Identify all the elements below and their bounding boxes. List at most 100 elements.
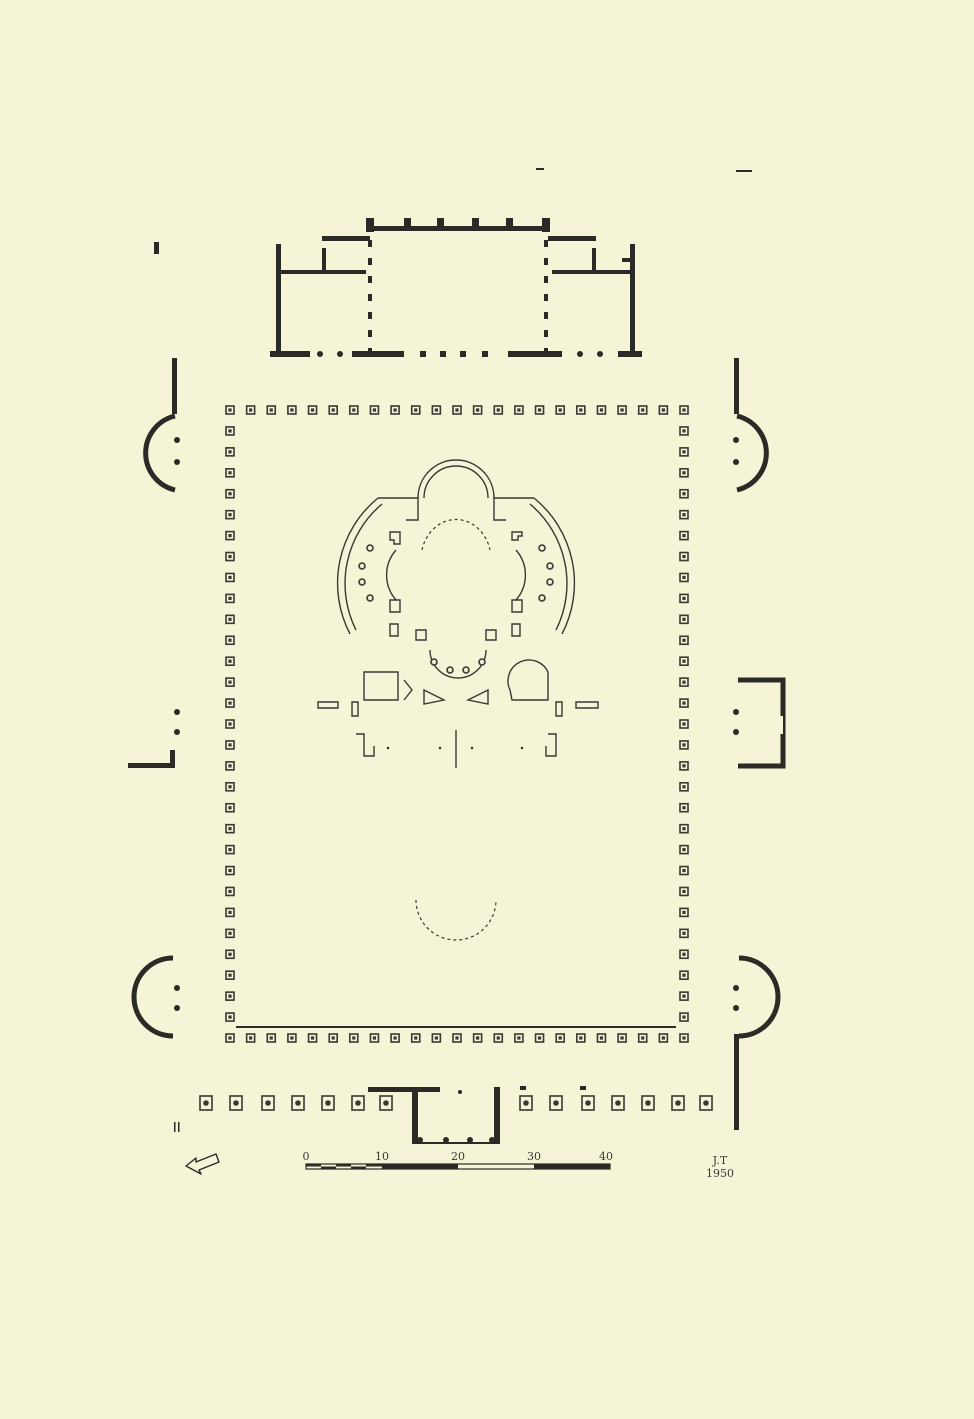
- column-shaft: [579, 408, 583, 412]
- column-shaft: [372, 1036, 377, 1040]
- column-shaft: [579, 1036, 583, 1040]
- column-shaft: [228, 554, 232, 559]
- column-shaft: [228, 408, 232, 412]
- column-shaft: [228, 952, 232, 956]
- column-shaft: [228, 450, 232, 454]
- column-shaft: [682, 1036, 686, 1040]
- column-shaft: [228, 889, 232, 894]
- column-shaft: [682, 429, 686, 433]
- column-shaft: [414, 408, 418, 412]
- column-shaft: [331, 408, 335, 412]
- column-shaft: [682, 554, 686, 559]
- south-column-shaft: [585, 1100, 591, 1106]
- column-shaft: [228, 973, 232, 977]
- tetraconch-church: [317, 459, 599, 768]
- column-shaft: [682, 638, 686, 642]
- south-column-shaft: [265, 1100, 271, 1106]
- column-shaft: [599, 1036, 604, 1040]
- column-shaft: [269, 408, 273, 412]
- south-column-shaft: [675, 1100, 681, 1106]
- column-shaft: [228, 931, 232, 935]
- column-shaft: [228, 596, 232, 600]
- column-shaft: [682, 806, 686, 810]
- column-shaft: [682, 994, 686, 998]
- column-shaft: [641, 1036, 645, 1040]
- column-shaft: [682, 1015, 686, 1019]
- column-shaft: [558, 408, 562, 412]
- column-shaft: [476, 408, 480, 412]
- south-column-shaft: [295, 1100, 301, 1106]
- scale-tick-label: 0: [303, 1150, 310, 1163]
- column-shaft: [228, 827, 232, 831]
- column-shaft: [228, 868, 232, 873]
- column-shaft: [228, 492, 232, 496]
- north-building: [154, 218, 642, 357]
- column-shaft: [682, 785, 686, 789]
- column-shaft: [228, 806, 232, 810]
- column-shaft: [682, 513, 686, 517]
- column-shaft: [455, 408, 459, 412]
- column-shaft: [682, 827, 686, 831]
- column-shaft: [228, 429, 232, 433]
- column-shaft: [537, 1036, 542, 1040]
- column-shaft: [682, 848, 686, 852]
- column-shaft: [599, 408, 604, 412]
- column-shaft: [682, 408, 686, 412]
- column-shaft: [414, 1036, 418, 1040]
- column-shaft: [517, 408, 521, 412]
- column-shaft: [352, 408, 356, 412]
- column-shaft: [228, 994, 232, 998]
- column-shaft: [228, 722, 232, 726]
- scale-bar: 0 10 20 30 40: [303, 1150, 613, 1170]
- column-shaft: [228, 659, 232, 663]
- column-shaft: [228, 1036, 232, 1040]
- column-shaft: [682, 471, 686, 475]
- column-shaft: [496, 408, 500, 412]
- scale-tick-label: 30: [527, 1150, 541, 1163]
- south-column-shaft: [615, 1100, 621, 1106]
- column-shaft: [682, 952, 686, 956]
- column-shaft: [661, 408, 665, 412]
- column-shaft: [455, 1036, 459, 1040]
- column-shaft: [228, 575, 232, 580]
- column-shaft: [682, 764, 686, 768]
- column-shaft: [682, 534, 686, 538]
- column-shaft: [682, 701, 686, 705]
- column-shaft: [558, 1036, 562, 1040]
- south-column-shaft: [645, 1100, 651, 1106]
- column-shaft: [228, 534, 232, 538]
- south-colonnade: [199, 1095, 713, 1111]
- south-column-shaft: [355, 1100, 361, 1106]
- column-shaft: [682, 889, 686, 894]
- column-shaft: [620, 1036, 624, 1040]
- south-portico: [174, 1086, 586, 1144]
- column-shaft: [476, 1036, 480, 1040]
- south-column-shaft: [553, 1100, 559, 1106]
- south-column-shaft: [325, 1100, 331, 1106]
- column-shaft: [661, 1036, 665, 1040]
- column-shaft: [682, 973, 686, 977]
- column-shaft: [310, 408, 315, 412]
- column-shaft: [682, 722, 686, 726]
- column-shaft: [249, 1036, 253, 1040]
- column-shaft: [682, 492, 686, 496]
- column-shaft: [641, 408, 645, 412]
- column-shaft: [249, 408, 253, 412]
- column-shaft: [228, 680, 232, 684]
- south-column-shaft: [523, 1100, 529, 1106]
- column-shaft: [682, 659, 686, 663]
- arrow-icon: [185, 1153, 220, 1175]
- column-shaft: [269, 1036, 273, 1040]
- scale-tick-label: 10: [375, 1150, 389, 1163]
- column-shaft: [434, 408, 438, 412]
- column-shaft: [310, 1036, 315, 1040]
- south-column-shaft: [233, 1100, 239, 1106]
- column-shaft: [290, 408, 294, 412]
- column-shaft: [228, 471, 232, 475]
- scale-tick-label: 40: [599, 1150, 613, 1163]
- signature-initials: J.T: [712, 1154, 728, 1167]
- column-shaft: [682, 743, 686, 747]
- column-shaft: [228, 701, 232, 705]
- column-shaft: [290, 1036, 294, 1040]
